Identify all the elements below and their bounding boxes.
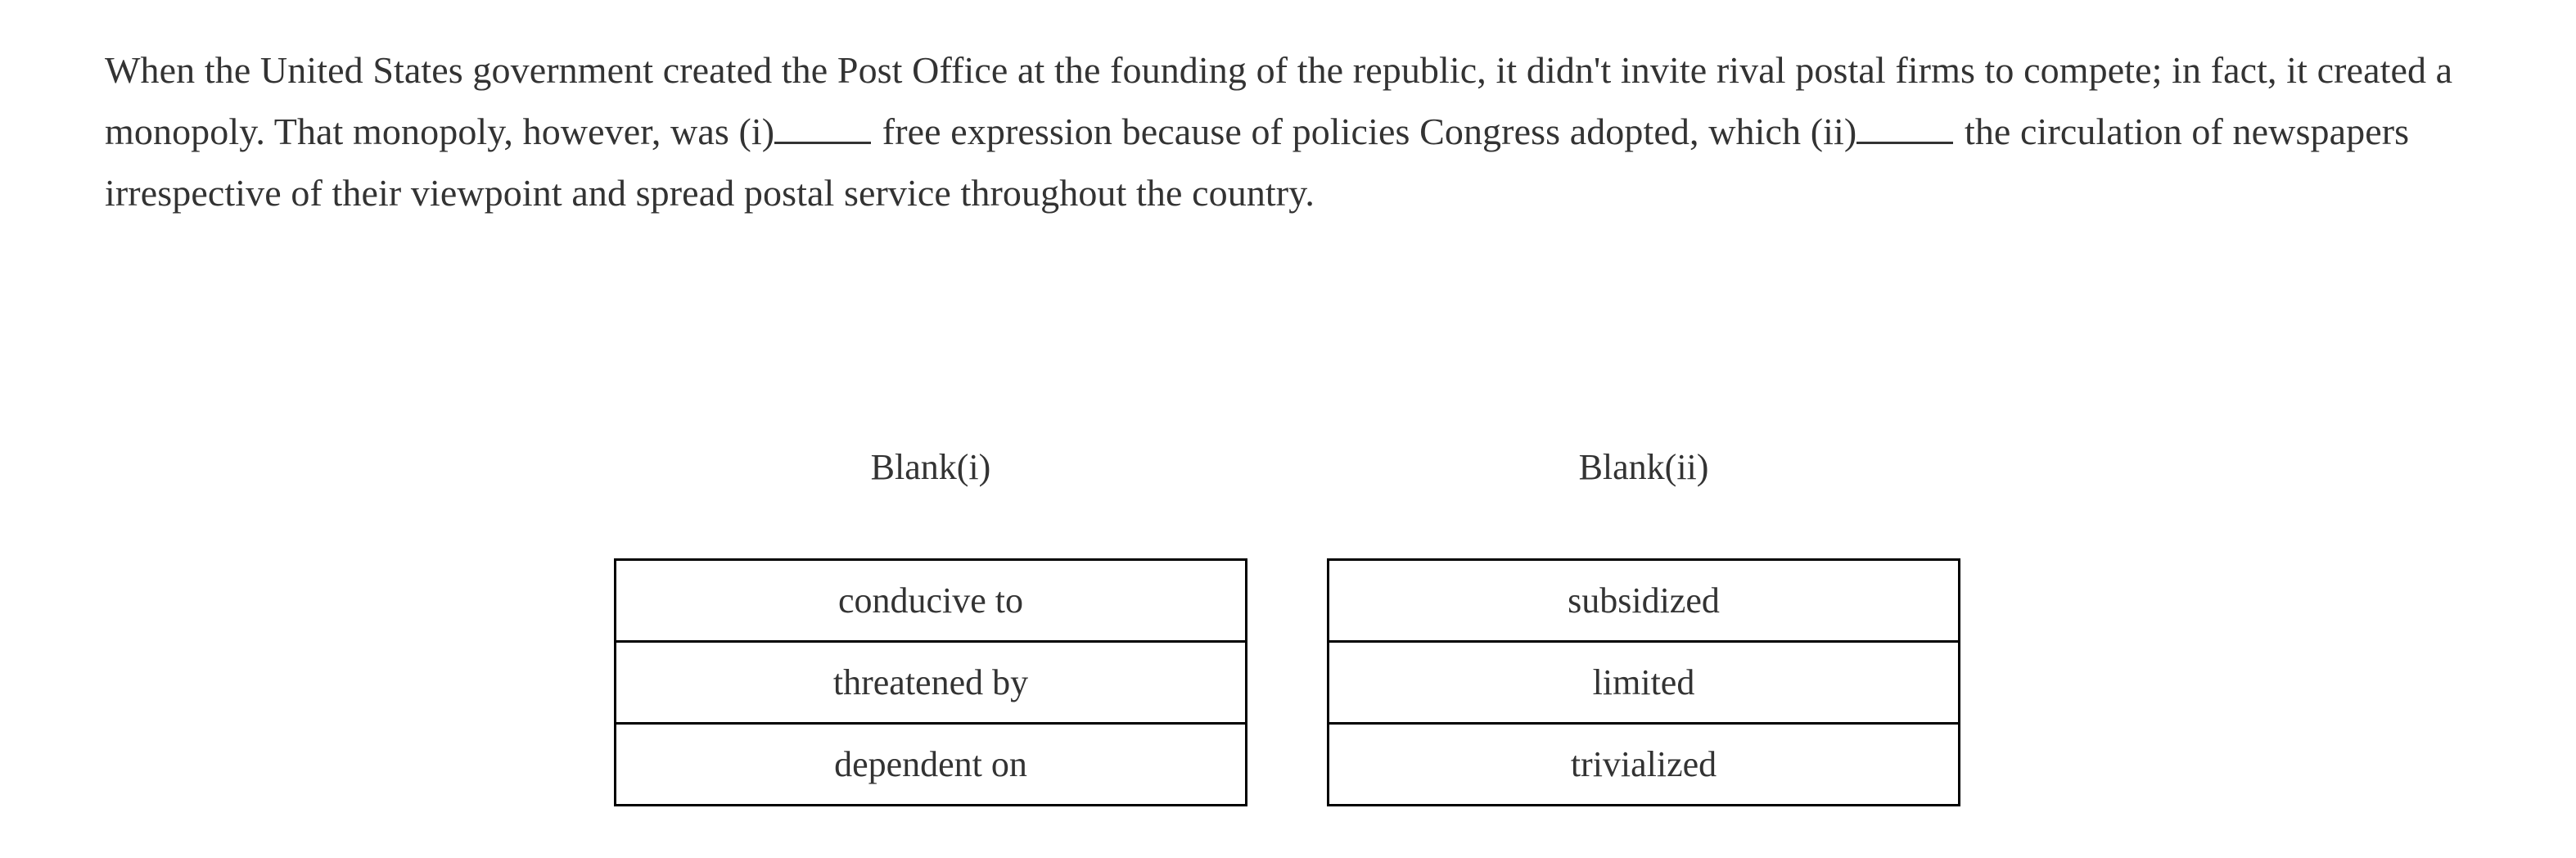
question-passage: When the United States government create…	[105, 39, 2470, 224]
option-blank-ii-3[interactable]: trivialized	[1329, 725, 1958, 806]
passage-text-part-3: in fact, it created a monopoly. That mon…	[105, 49, 2453, 152]
option-blank-ii-2[interactable]: limited	[1329, 643, 1958, 725]
option-list-blank-i: conducive to threatened by dependent on	[614, 558, 1247, 806]
option-blank-ii-1[interactable]: subsidized	[1329, 561, 1958, 643]
option-blank-i-1[interactable]: conducive to	[616, 561, 1245, 643]
answer-column-blank-i: Blank(i) conducive to threatened by depe…	[614, 446, 1247, 806]
option-list-blank-ii: subsidized limited trivialized	[1327, 558, 1960, 806]
column-header-blank-i: Blank(i)	[870, 447, 991, 487]
passage-text-part-6: (ii)	[1810, 111, 1857, 152]
option-blank-i-3[interactable]: dependent on	[616, 725, 1245, 806]
passage-text-part-7: the circulation of newspapers irrespecti…	[105, 111, 2410, 214]
passage-text-part-1: When the United States government create…	[105, 49, 2163, 91]
answer-options-area: Blank(i) conducive to threatened by depe…	[614, 446, 1960, 806]
answer-column-blank-ii: Blank(ii) subsidized limited trivialized	[1327, 446, 1960, 806]
blank-ii-placeholder	[1856, 114, 1954, 144]
column-header-blank-ii: Blank(ii)	[1578, 447, 1709, 487]
option-blank-i-2[interactable]: threatened by	[616, 643, 1245, 725]
passage-text-part-4: free expression because of policies Cong…	[873, 111, 1802, 152]
blank-i-placeholder	[774, 114, 872, 144]
